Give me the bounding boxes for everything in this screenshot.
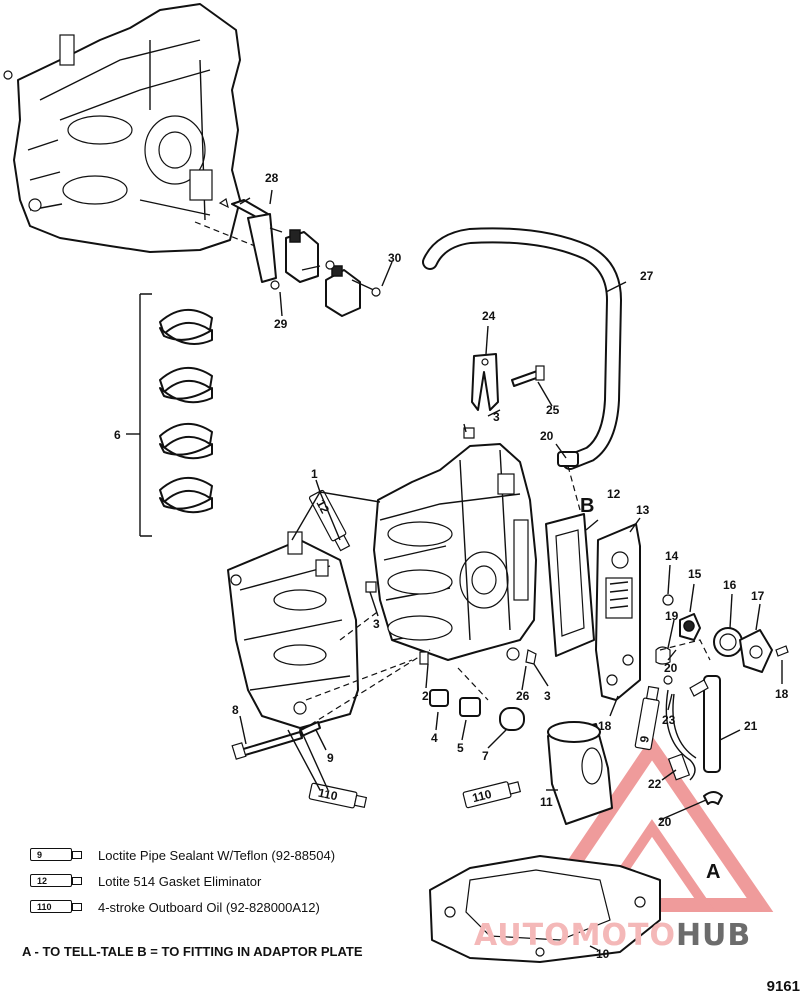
tube-9-in-diagram: 9 (634, 685, 660, 751)
adaptor-plate-13 (595, 523, 641, 701)
bolt-8 (231, 731, 303, 760)
crankshaft-bearings (139, 293, 213, 537)
callout-20-bottom: 20 (658, 815, 672, 829)
callout-15: 15 (688, 567, 702, 581)
legend-text-12: Lotite 514 Gasket Eliminator (98, 873, 262, 889)
callout-19: 19 (665, 609, 679, 623)
callout-labels: 1 2 3 3 3 4 5 6 7 8 9 10 11 12 13 14 15 … (114, 171, 789, 961)
callout-27: 27 (640, 269, 654, 283)
gasket-10 (429, 855, 661, 963)
callout-2: 2 (422, 689, 429, 703)
callout-7: 7 (482, 749, 489, 763)
callout-1: 1 (311, 467, 318, 481)
legend-row-110: 110 4-stroke Outboard Oil (92-828000A12) (30, 894, 335, 920)
tube-110a-label: 110 (317, 786, 339, 804)
sealant-legend: 9 Loctite Pipe Sealant W/Teflon (92-8850… (30, 842, 335, 920)
tube-icon: 9 (30, 847, 86, 863)
callout-11: 11 (540, 795, 553, 809)
hose-27 (422, 227, 623, 511)
tube-icon: 12 (30, 873, 86, 889)
tube-110b-label: 110 (471, 787, 493, 805)
callout-B: B (580, 495, 594, 517)
cylinder-block-main (373, 443, 537, 661)
callout-3-top: 3 (493, 410, 500, 424)
legend-text-110: 4-stroke Outboard Oil (92-828000A12) (98, 899, 320, 915)
callout-28: 28 (265, 171, 279, 185)
callout-18-right: 18 (775, 687, 789, 701)
callout-4: 4 (431, 731, 438, 745)
legend-code-110: 110 (30, 900, 72, 913)
tube-110-b-in-diagram: 110 (462, 781, 522, 809)
bolt-25 (511, 365, 545, 387)
leader-lines (126, 189, 783, 951)
cylinder-block-upper (3, 3, 241, 253)
callout-3-left: 3 (373, 617, 380, 631)
callout-29: 29 (274, 317, 288, 331)
callout-20-top: 20 (540, 429, 554, 443)
callout-23: 23 (662, 713, 676, 727)
legend-code-12: 12 (30, 874, 72, 887)
dowel-pin-9 (299, 721, 321, 737)
callout-25: 25 (546, 403, 560, 417)
callout-8: 8 (232, 703, 239, 717)
callout-20-mid: 20 (664, 661, 678, 675)
callout-24: 24 (482, 309, 496, 323)
callout-12: 12 (607, 487, 621, 501)
callout-30: 30 (388, 251, 402, 265)
callout-14: 14 (665, 549, 679, 563)
callout-13: 13 (636, 503, 650, 517)
crankcase-cover (227, 531, 359, 729)
callout-16: 16 (723, 578, 737, 592)
callout-22: 22 (648, 777, 662, 791)
callout-17: 17 (751, 589, 765, 603)
thermostat-parts (655, 594, 789, 685)
diagram-note: A - TO TELL-TALE B = TO FITTING IN ADAPT… (22, 944, 363, 959)
gasket-12 (545, 513, 595, 657)
callout-10: 10 (596, 947, 610, 961)
callout-9: 9 (327, 751, 334, 765)
callout-26: 26 (516, 689, 530, 703)
tube-110-a-in-diagram: 110 (308, 782, 368, 809)
figure-number: 9161 (766, 978, 800, 995)
legend-row-9: 9 Loctite Pipe Sealant W/Teflon (92-8850… (30, 842, 335, 868)
clip-24 (471, 353, 499, 411)
oil-filter-11 (547, 721, 613, 825)
legend-code-9: 9 (30, 848, 72, 861)
tube-icon: 110 (30, 899, 86, 915)
callout-5: 5 (457, 741, 464, 755)
callout-6: 6 (114, 428, 121, 442)
callout-21: 21 (744, 719, 758, 733)
small-parts (301, 427, 537, 731)
callout-3-right: 3 (544, 689, 551, 703)
relay-assembly (194, 198, 381, 317)
sensor-wiring (665, 675, 723, 805)
legend-row-12: 12 Lotite 514 Gasket Eliminator (30, 868, 335, 894)
tube-9-label: 9 (637, 734, 652, 743)
legend-text-9: Loctite Pipe Sealant W/Teflon (92-88504) (98, 847, 336, 863)
watermark-text: AUTOMOTOHUB (474, 918, 752, 953)
callout-A: A (706, 861, 720, 883)
callout-18-left: 18 (598, 719, 612, 733)
